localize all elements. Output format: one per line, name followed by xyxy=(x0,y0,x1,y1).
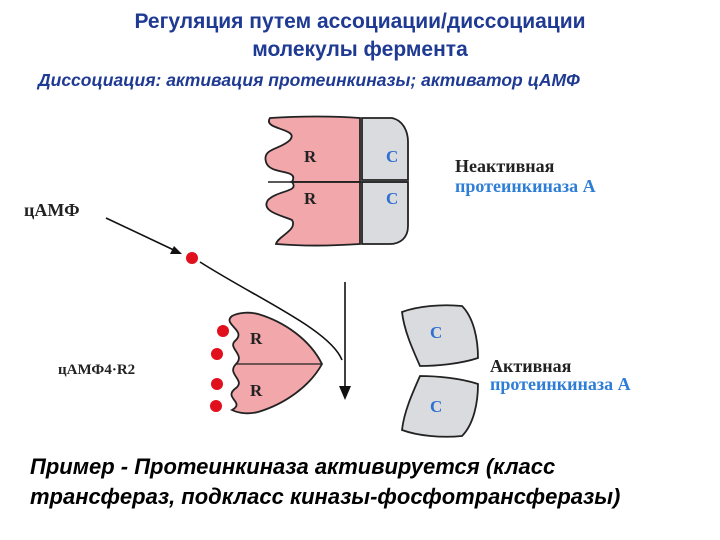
inactive-label-line1: Неактивная xyxy=(455,156,555,176)
c-subunit-free-bottom xyxy=(401,375,479,438)
example-text-line1: Пример - Протеинкиназа активируется (кла… xyxy=(30,454,556,479)
page-title: Регуляция путем ассоциации/диссоциации м… xyxy=(0,8,720,64)
camp-arrow-line xyxy=(105,217,179,253)
camp-dot-2 xyxy=(211,348,223,360)
c-subunit-bottom xyxy=(361,181,409,245)
r-label-top: R xyxy=(304,147,317,166)
r-label-complex-top: R xyxy=(250,329,263,348)
complex-label: цАМФ4·R2 xyxy=(58,362,135,378)
camp-r2-complex: R R xyxy=(210,311,324,415)
r-label-bottom: R xyxy=(304,189,317,208)
c-label-free-bottom: C xyxy=(430,397,442,416)
c-label-top: C xyxy=(386,147,398,166)
c-label-free-top: C xyxy=(430,323,442,342)
title-line-1: Регуляция путем ассоциации/диссоциации xyxy=(134,10,586,33)
dissociation-arrow-head xyxy=(339,386,351,400)
camp-label: цАМФ xyxy=(24,200,80,220)
c-subunit-free-top xyxy=(401,304,479,367)
c-label-bottom: C xyxy=(386,189,398,208)
active-label-line2: протеинкиназа А xyxy=(490,374,631,394)
c-subunit-top xyxy=(361,117,409,181)
active-label-line1: Активная xyxy=(490,356,572,376)
camp-dot-3 xyxy=(211,378,223,390)
binding-curve xyxy=(199,261,343,361)
r-subunit-bottom xyxy=(265,181,361,247)
subtitle: Диссоциация: активация протеинкиназы; ак… xyxy=(38,70,580,90)
camp-arrow-head xyxy=(170,246,182,254)
r-dimer xyxy=(228,311,324,415)
inactive-kinase: R R C C xyxy=(264,115,409,247)
camp-dot-1 xyxy=(217,325,229,337)
camp-dot xyxy=(186,252,198,264)
camp-dot-4 xyxy=(210,400,222,412)
example-text: Пример - Протеинкиназа активируется (кла… xyxy=(30,452,710,512)
r-subunit-top xyxy=(264,115,361,183)
r-label-complex-bottom: R xyxy=(250,381,263,400)
inactive-label-line2: протеинкиназа А xyxy=(455,176,596,196)
title-line-2: молекулы фермента xyxy=(252,38,468,61)
example-text-line2: трансфераз, подкласс киназы-фосфотрансфе… xyxy=(30,484,621,509)
